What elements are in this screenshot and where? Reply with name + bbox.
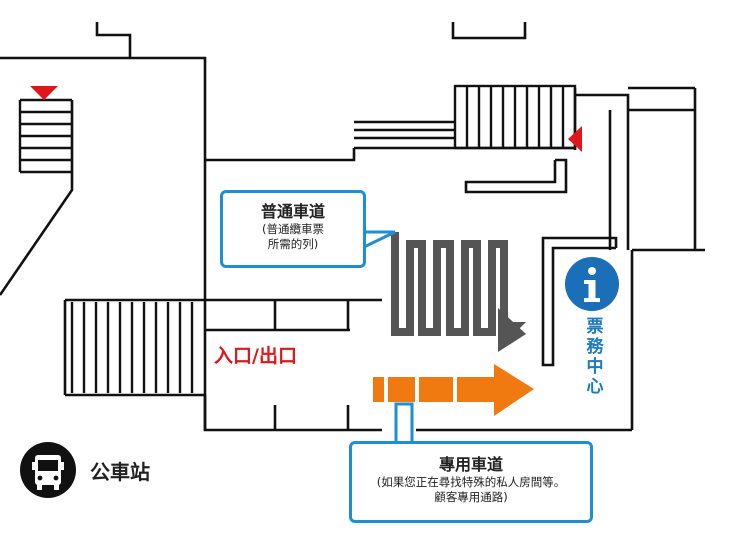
bus-stop-label: 公車站 — [90, 460, 150, 484]
callout-pointers — [360, 230, 414, 445]
normal-lane-note-line1: (普通纜車票 — [262, 222, 324, 236]
normal-lane-arrow — [391, 232, 526, 352]
normal-lane-callout: 普通車道 (普通纜車票 所需的列) — [220, 190, 366, 268]
ticket-center-label: 票務中心 — [586, 317, 604, 397]
special-lane-note-line2: 顧客專用通路) — [434, 490, 508, 504]
bus-icon — [20, 442, 76, 498]
stairs — [18, 84, 577, 393]
normal-lane-note-line2: 所需的列) — [267, 237, 319, 251]
special-lane-title: 專用車道 — [438, 455, 503, 474]
entrance-exit-label: 入口/出口 — [214, 345, 297, 367]
info-icon — [565, 257, 619, 311]
special-lane-arrow — [373, 364, 534, 416]
red-triangle-marker — [30, 86, 58, 100]
red-triangle-marker — [568, 126, 582, 152]
special-lane-note-line1: (如果您正在尋找特殊的私人房間等。 — [376, 475, 566, 489]
normal-lane-title: 普通車道 — [260, 202, 325, 221]
special-lane-callout: 專用車道 (如果您正在尋找特殊的私人房間等。 顧客專用通路) — [349, 441, 593, 523]
